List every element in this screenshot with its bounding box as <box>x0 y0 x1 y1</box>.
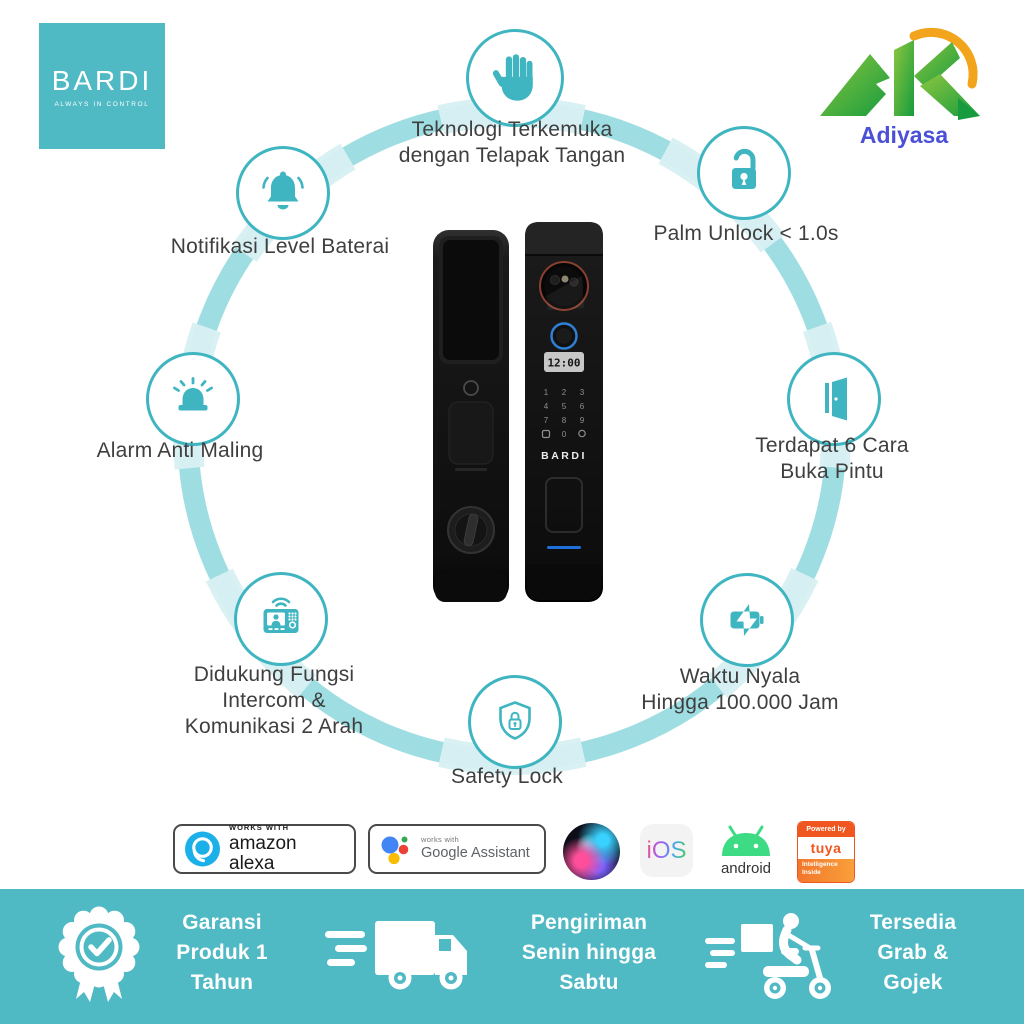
door-lock-product-image: 12:00 1 2 3 4 5 6 7 8 9 0 BARDI <box>433 222 603 602</box>
feature-label-palm-unlock: Palm Unlock < 1.0s <box>653 222 839 245</box>
android-robot-icon <box>722 825 770 856</box>
adiyasa-logo: Adiyasa <box>808 12 1003 154</box>
feature-bell-icon-circle <box>236 146 330 240</box>
keypad-6: 6 <box>580 402 585 411</box>
lock-exterior-panel: 12:00 1 2 3 4 5 6 7 8 9 0 BARDI <box>525 222 603 602</box>
feature-label-battery-life: Waktu Nyala Hingga 100.000 Jam <box>641 665 839 714</box>
tuya-badge: Powered by tuya Intelligence Inside <box>797 821 855 883</box>
feature-label-palm: Teknologi Terkemuka dengan Telapak Tanga… <box>398 118 626 167</box>
google-assistant-label: Google Assistant <box>421 845 530 862</box>
feature-unlock-icon-circle <box>697 126 791 220</box>
shield-lock-icon <box>499 701 531 740</box>
keypad-7: 7 <box>544 416 549 425</box>
benefit-warranty-text: Garansi Produk 1 Tahun <box>176 911 268 994</box>
amazon-alexa-badge: WORKS WITH amazon alexa <box>173 824 356 874</box>
amazon-alexa-icon <box>185 831 220 867</box>
tuya-intelligence-label: Intelligence Inside <box>798 859 854 882</box>
feature-door-icon-circle <box>787 352 881 446</box>
medal-check-icon <box>58 906 140 1002</box>
keypad-lock-icon <box>541 429 551 439</box>
feature-alarm-icon-circle <box>146 352 240 446</box>
bell-icon <box>262 171 304 210</box>
ios-label: iOS <box>646 836 687 864</box>
open-door-icon <box>825 377 847 421</box>
device-brand-label: BARDI <box>541 450 587 462</box>
keypad-2: 2 <box>562 388 567 397</box>
keypad: 1 2 3 4 5 6 7 8 9 0 <box>544 388 585 439</box>
keypad-4: 4 <box>544 402 549 411</box>
google-works-with-label: works with <box>421 835 460 845</box>
alexa-works-with-label: WORKS WITH <box>229 823 289 833</box>
battery-charge-icon <box>730 604 764 636</box>
android-label: android <box>720 860 772 877</box>
palm-hand-icon <box>492 54 533 101</box>
keypad-8: 8 <box>562 416 567 425</box>
feature-label-door-ways: Terdapat 6 Cara Buka Pintu <box>755 434 909 483</box>
google-assistant-icon <box>381 836 409 865</box>
delivery-scooter-icon <box>705 913 831 999</box>
intercom-icon <box>263 597 299 633</box>
feature-label-safety-lock: Safety Lock <box>451 765 563 788</box>
unlocked-padlock-icon <box>732 148 756 189</box>
bardi-logo-tagline: ALWAYS IN CONTROL <box>54 100 150 108</box>
keypad-0: 0 <box>562 430 567 439</box>
ios-badge: iOS <box>640 824 693 877</box>
adiyasa-label: Adiyasa <box>860 122 948 148</box>
delivery-truck-icon <box>325 921 467 990</box>
time-display-value: 12:00 <box>547 357 580 370</box>
status-light-bar <box>547 546 581 549</box>
feature-palm-icon-circle <box>466 29 564 127</box>
feature-shield-icon-circle <box>468 675 562 769</box>
benefits-bar: Garansi Produk 1 Tahun Pengiriman Senin … <box>0 889 1024 1024</box>
alexa-brand-label: amazon alexa <box>229 833 297 874</box>
adiyasa-ak-icon: Adiyasa <box>820 27 980 148</box>
lock-interior-panel <box>433 230 509 602</box>
keypad-5: 5 <box>562 402 567 411</box>
feature-intercom-icon-circle <box>234 572 328 666</box>
siri-icon <box>563 823 620 880</box>
bardi-logo: BARDI ALWAYS IN CONTROL <box>39 23 165 149</box>
benefit-shipping-text: Pengiriman Senin hingga Sabtu <box>521 911 657 994</box>
feature-label-intercom: Didukung Fungsi Intercom & Komunikasi 2 … <box>184 663 364 738</box>
google-assistant-badge: works with Google Assistant <box>368 824 546 874</box>
card-reader-zone <box>545 477 583 533</box>
feature-label-alarm: Alarm Anti Maling <box>96 439 264 462</box>
siren-icon <box>173 377 213 411</box>
benefit-courier-text: Tersedia Grab & Gojek <box>869 911 957 994</box>
keypad-9: 9 <box>580 416 585 425</box>
keypad-1: 1 <box>544 388 549 397</box>
keypad-bell-icon <box>578 429 586 438</box>
time-display <box>544 352 584 372</box>
feature-battery-icon-circle <box>700 573 794 667</box>
android-badge: android <box>706 822 786 877</box>
feature-label-battery-notify: Notifikasi Level Baterai <box>170 235 390 258</box>
tuya-brand-label: tuya <box>798 837 854 859</box>
bardi-logo-text: BARDI <box>51 64 153 96</box>
tuya-powered-by-label: Powered by <box>798 822 854 837</box>
keypad-3: 3 <box>580 388 585 397</box>
